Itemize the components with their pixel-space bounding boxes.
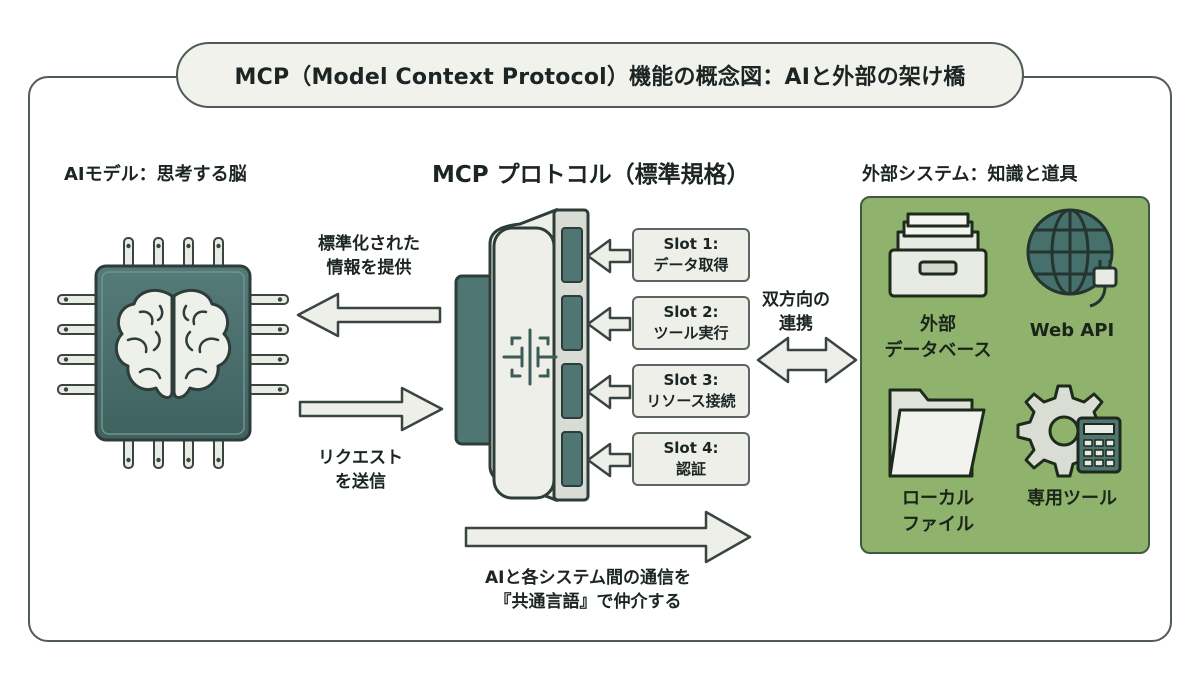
ai-model-heading: AIモデル：思考する脳 xyxy=(64,164,247,185)
slot-4: Slot 4: 認証 xyxy=(632,432,750,486)
arrow-bottom xyxy=(464,510,752,564)
arrow-to-ai xyxy=(296,292,442,338)
bidirectional-label: 双方向の 連携 xyxy=(762,290,830,334)
mcp-connector xyxy=(454,207,590,503)
slot-2: Slot 2: ツール実行 xyxy=(632,296,750,350)
database-drawer-icon xyxy=(888,212,988,298)
slot-1: Slot 1: データ取得 xyxy=(632,228,750,282)
web-api-label: Web API xyxy=(1029,320,1115,341)
from-ai-label: リクエスト を送信 xyxy=(318,448,403,492)
local-file-label: ローカル ファイル xyxy=(902,488,974,535)
globe-plug-icon xyxy=(1026,208,1118,308)
dedicated-tool-label: 専用ツール xyxy=(1027,488,1117,509)
folder-icon xyxy=(888,388,986,478)
slot-3: Slot 3: リソース接続 xyxy=(632,364,750,418)
arrow-from-ai xyxy=(298,386,444,432)
arrow-bidirectional xyxy=(756,336,858,384)
external-database-label: 外部 データベース xyxy=(884,314,992,361)
connector-hub-icon xyxy=(502,328,558,386)
diagram-title: MCP（Model Context Protocol）機能の概念図：AIと外部の… xyxy=(176,42,1024,108)
gear-calculator-icon xyxy=(1016,384,1122,478)
mcp-protocol-heading: MCP プロトコル（標準規格） xyxy=(432,162,750,188)
bottom-caption: AIと各システム間の通信を 『共通言語』で仲介する xyxy=(485,568,691,612)
brain-chip-icon xyxy=(57,237,289,469)
to-ai-label: 標準化された 情報を提供 xyxy=(318,234,420,278)
external-systems-heading: 外部システム：知識と道具 xyxy=(862,164,1078,185)
